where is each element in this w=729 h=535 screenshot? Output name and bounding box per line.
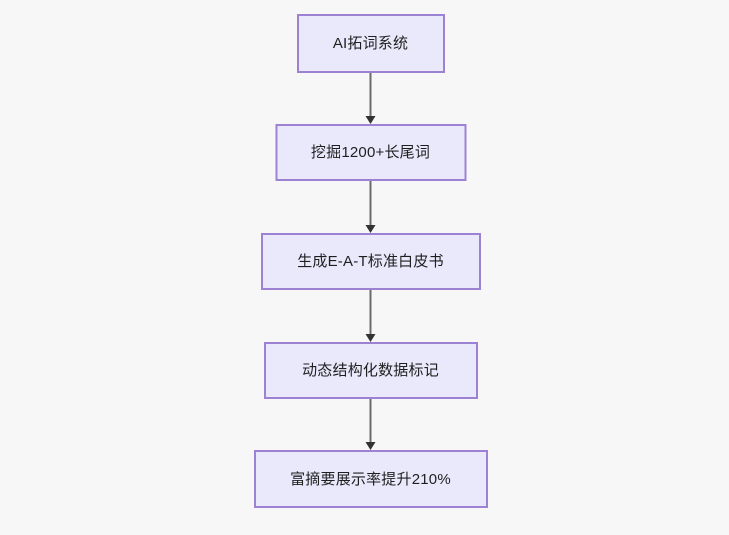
flowchart-node-label: 挖掘1200+长尾词 bbox=[310, 144, 431, 161]
down-arrow-icon bbox=[365, 442, 376, 450]
edge-line bbox=[369, 181, 372, 226]
flowchart-node-2[interactable]: 生成E-A-T标准白皮书 bbox=[260, 233, 481, 290]
down-arrow-icon bbox=[365, 225, 376, 233]
flowchart-node-label: 生成E-A-T标准白皮书 bbox=[297, 253, 444, 270]
flowchart-edge-3-to-4 bbox=[365, 399, 376, 450]
edge-line bbox=[369, 73, 372, 117]
down-arrow-icon bbox=[365, 334, 376, 342]
flowchart-edge-1-to-2 bbox=[365, 181, 376, 233]
down-arrow-icon bbox=[365, 116, 376, 124]
flowchart-edge-2-to-3 bbox=[365, 290, 376, 342]
flowchart-node-3[interactable]: 动态结构化数据标记 bbox=[263, 342, 478, 399]
flowchart-node-label: AI拓词系统 bbox=[332, 35, 409, 52]
edge-line bbox=[369, 290, 372, 335]
edge-line bbox=[369, 399, 372, 443]
flowchart-node-label: 动态结构化数据标记 bbox=[302, 362, 439, 379]
flowchart-node-0[interactable]: AI拓词系统 bbox=[296, 14, 445, 73]
flowchart-node-label: 富摘要展示率提升210% bbox=[290, 470, 451, 488]
flowchart-edge-0-to-1 bbox=[365, 73, 376, 124]
flowchart-node-4[interactable]: 富摘要展示率提升210% bbox=[253, 450, 488, 508]
flowchart-node-1[interactable]: 挖掘1200+长尾词 bbox=[275, 124, 466, 181]
